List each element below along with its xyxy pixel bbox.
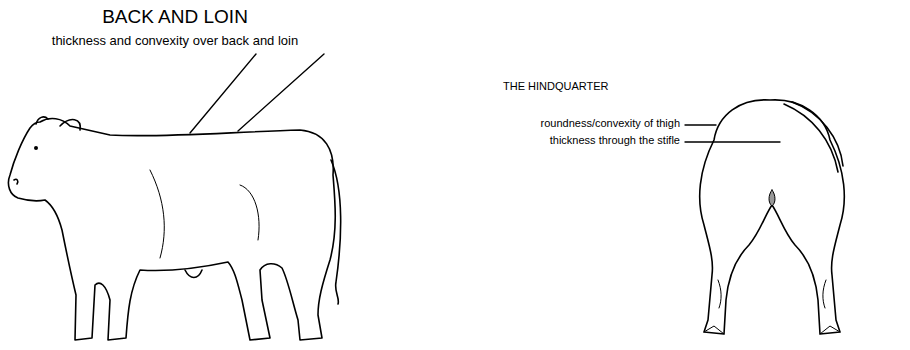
- tail: [792, 102, 843, 166]
- horn-tuft: [36, 117, 48, 124]
- sheath: [185, 270, 202, 278]
- thigh-line: [240, 185, 259, 240]
- feature-label: roundness/convexity of thigh: [541, 117, 680, 130]
- leader-line: [685, 141, 780, 142]
- vulva: [769, 190, 775, 206]
- tail: [331, 160, 341, 304]
- shoulder-line: [150, 170, 164, 258]
- leader-line: [238, 54, 324, 131]
- section-heading: THE HINDQUARTER: [503, 80, 609, 93]
- feature-note: thickness and convexity over back and lo…: [52, 34, 298, 49]
- bull-side-outline: [8, 119, 335, 340]
- hoof: [704, 326, 840, 334]
- ear: [60, 120, 80, 130]
- feature-label: thickness through the stifle: [550, 134, 680, 147]
- leader-line: [685, 124, 716, 125]
- bull-rear-outline: [700, 100, 845, 334]
- tail: [784, 104, 838, 172]
- hock: [718, 280, 826, 308]
- section-heading: BACK AND LOIN: [102, 6, 248, 28]
- eye: [34, 146, 38, 150]
- leader-line: [190, 54, 256, 133]
- nostril: [14, 179, 18, 184]
